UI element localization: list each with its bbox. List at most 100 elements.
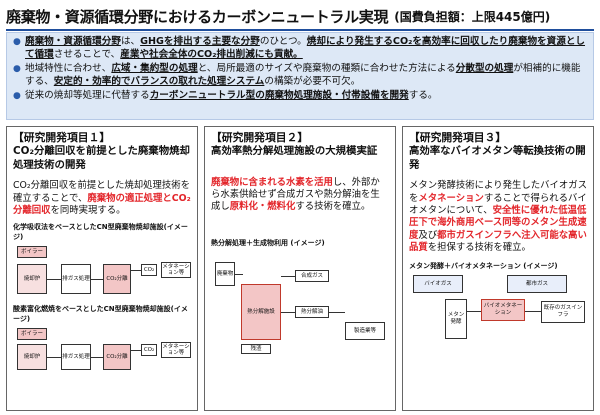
bullet-text: 地域特性に合わせ、広域・集約型の処理と、局所最適のサイズや廃棄物の種類に合わせた…	[25, 63, 587, 88]
diagram-box: 既存のガスインフラ	[541, 300, 585, 323]
flow-arrow	[281, 275, 295, 277]
panel-heading: 【研究開発項目１】	[13, 131, 111, 144]
text-run: 廃棄物の適正処理とCO₂分離回収	[13, 192, 191, 216]
text-run: することで得られるバイオメタンについて、	[409, 192, 587, 216]
text-run: GHGを排出する主要な分野	[140, 36, 260, 47]
diagram-2: ボイラー 焼却炉 排ガス処理 CO₂分離 CO₂ メタネーション等	[13, 324, 191, 374]
diagram-box: ボイラー	[17, 328, 47, 341]
text-run: 広域・集約型の処理	[111, 63, 198, 75]
diagram-box: メタン発酵	[445, 298, 467, 339]
text-run: 原料化・燃料化	[229, 201, 296, 213]
diagram-label: メタン発酵＋バイオメタネーション (イメージ)	[409, 261, 558, 270]
flow-arrow	[47, 357, 61, 359]
panel-body: CO₂分離回収を前提とした焼却処理技術を確立することで、廃棄物の適正処理とCO₂…	[13, 180, 191, 217]
diagram-box: 熱分解施設	[241, 283, 281, 340]
diagram-4: メタン発酵 バイオガス バイオメタネーション 都市ガス 既存のガスインフラ	[409, 271, 587, 351]
flow-arrow	[131, 270, 141, 272]
text-run: と、局所最適のサイズや廃棄物の種類に合わせた方法による	[197, 63, 456, 75]
text-run: し、外部から水素供給せず合成ガスや熱分解油を生成し	[211, 176, 380, 213]
diagram-label: 酸素富化燃焼をベースとしたCN型廃棄物焼却施設(イメージ)	[13, 305, 188, 324]
panel-body: メタン発酵技術により発生したバイオガスをメタネーションすることで得られるバイオメ…	[409, 180, 587, 254]
panel-title: CO₂分離回収を前提とした廃棄物焼却処理技術の開発	[13, 145, 190, 171]
text-run: させることで、	[53, 48, 121, 60]
flow-arrow	[525, 310, 541, 312]
diagram-box: 都市ガス	[507, 274, 567, 293]
text-run: カーボンニュートラル型の廃棄物処理施設・付帯設備を開発	[149, 90, 409, 102]
text-run: を担保する技術を確立。	[427, 242, 531, 254]
diagram-box: CO₂	[141, 264, 157, 277]
bullet-dot-icon: ●	[13, 64, 21, 75]
text-run: が相補的に機能する、	[25, 63, 581, 87]
diagram-box: 焼却炉	[17, 264, 47, 295]
flow-arrow	[467, 310, 481, 312]
text-run: 焼却により発生するCO₂を高効率に回収したり廃棄物を資源として循環	[25, 36, 586, 60]
diagram-3: 廃棄物 熱分解施設 合成ガス 熱分解油 残渣 製造業等	[211, 248, 389, 358]
text-run: メタン発酵技術により発生したバイオガスを	[409, 180, 587, 204]
bullet-dot-icon: ●	[13, 37, 21, 47]
diagram-box: CO₂分離	[103, 344, 131, 371]
diagram-box: 廃棄物	[215, 261, 235, 286]
text-run: 分散型の処理	[455, 63, 514, 75]
panel-rd-item-3: 【研究開発項目３】 高効率なバイオメタン等転換技術の開発 メタン発酵技術により発…	[402, 126, 594, 411]
text-run: メタネーション	[418, 192, 484, 204]
page-title: 廃棄物・資源循環分野におけるカーボンニュートラル実現	[6, 7, 389, 26]
flow-arrow	[235, 273, 243, 275]
text-run: 安全性に優れた低温低圧下で海外商用ベース同等のメタン生成速度	[409, 205, 587, 241]
bullet-item: ● 地域特性に合わせ、広域・集約型の処理と、局所最適のサイズや廃棄物の種類に合わ…	[13, 63, 587, 88]
panel-heading: 【研究開発項目３】	[409, 131, 507, 144]
text-run: 安定的・効率的でバランスの取れた処理システム	[53, 75, 265, 87]
text-run: の構築が必要不可欠。	[264, 75, 361, 87]
panel-heading: 【研究開発項目２】	[211, 131, 309, 144]
text-run: CO₂分離回収を前提とした焼却処理技術を確立することで、	[13, 180, 191, 204]
text-run: のひとつ。	[259, 36, 307, 47]
flow-arrow	[131, 350, 141, 352]
bullet-text: 廃棄物・資源循環分野は、GHGを排出する主要な分野のひとつ。焼却により発生するC…	[25, 36, 587, 61]
diagram-box: 排ガス処理	[61, 344, 91, 371]
flow-arrow	[91, 357, 103, 359]
title-divider	[6, 29, 594, 31]
budget-note: (国費負担額：上限445億円)	[394, 9, 551, 24]
text-run: を同時実現する。	[50, 205, 126, 216]
diagram-box: 焼却炉	[17, 344, 47, 371]
diagram-box: バイオメタネーション	[481, 298, 525, 321]
flow-arrow	[281, 311, 295, 313]
diagram-box: 製造業等	[345, 321, 385, 340]
diagram-label: 熱分解処理＋生成物利用 (イメージ)	[211, 238, 325, 247]
text-run: 都市ガスインフラへ注入可能な高い品質	[409, 229, 587, 254]
text-run: は、	[120, 36, 141, 47]
panel-title: 高効率なバイオメタン等転換技術の開発	[409, 145, 586, 171]
diagram-box: 合成ガス	[295, 269, 329, 282]
text-run: 廃棄物に含まれる水素を活用	[211, 176, 333, 188]
diagram-box: メタネーション等	[161, 262, 191, 279]
diagram-box: CO₂	[141, 344, 157, 357]
text-run: 及び	[418, 229, 438, 241]
bullet-text: 従来の焼却等処理に代替するカーボンニュートラル型の廃棄物処理施設・付帯設備を開発…	[25, 90, 587, 103]
panel-body: 廃棄物に含まれる水素を活用し、外部から水素供給せず合成ガスや熱分解油を生成し原料…	[211, 177, 389, 214]
panel-title: 高効率熱分解処理施設の大規模実証	[211, 145, 378, 157]
flow-arrow	[91, 279, 103, 281]
text-run: 産業や社会全体のCO₂排出削減にも貢献。	[120, 48, 303, 60]
diagram-label: 化学吸収法をベースとしたCN型廃棄物焼却施設(イメージ)	[13, 223, 188, 242]
text-run: する。	[408, 90, 438, 102]
title-bar: 廃棄物・資源循環分野におけるカーボンニュートラル実現 (国費負担額：上限445億…	[6, 4, 594, 28]
diagram-box: CO₂分離	[103, 264, 131, 295]
text-run: 地域特性に合わせ、	[25, 63, 112, 75]
flow-arrow	[47, 279, 61, 281]
diagram-1: ボイラー 焼却炉 排ガス処理 CO₂分離 CO₂ メタネーション等	[13, 242, 191, 304]
diagram-box: 排ガス処理	[61, 264, 91, 295]
bullet-item: ● 従来の焼却等処理に代替するカーボンニュートラル型の廃棄物処理施設・付帯設備を…	[13, 90, 587, 103]
bullet-dot-icon: ●	[13, 91, 21, 102]
text-run: 廃棄物・資源循環分野	[25, 36, 121, 47]
flow-arrow	[329, 311, 345, 313]
diagram-box: メタネーション等	[161, 342, 191, 359]
diagram-box: 残渣	[241, 343, 271, 354]
panel-rd-item-1: 【研究開発項目１】 CO₂分離回収を前提とした廃棄物焼却処理技術の開発 CO₂分…	[6, 126, 198, 411]
panel-rd-item-2: 【研究開発項目２】 高効率熱分解処理施設の大規模実証 廃棄物に含まれる水素を活用…	[204, 126, 396, 411]
diagram-box: バイオガス	[413, 274, 463, 293]
diagram-box: ボイラー	[17, 246, 47, 259]
bullet-item: ● 廃棄物・資源循環分野は、GHGを排出する主要な分野のひとつ。焼却により発生す…	[13, 36, 587, 61]
summary-box: ● 廃棄物・資源循環分野は、GHGを排出する主要な分野のひとつ。焼却により発生す…	[6, 32, 594, 120]
diagram-box: 熱分解油	[295, 305, 329, 318]
text-run: する技術を確立。	[295, 201, 371, 213]
text-run: 従来の焼却等処理に代替する	[25, 90, 150, 102]
